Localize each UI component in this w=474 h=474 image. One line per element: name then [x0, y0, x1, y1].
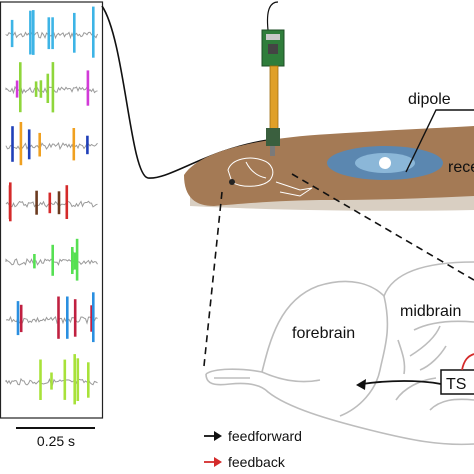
legend: feedforward feedback	[204, 428, 302, 470]
probe-shank-base	[266, 128, 280, 146]
dipole-pointer	[405, 109, 474, 173]
scale-bar-label: 0.25 s	[37, 433, 75, 449]
ts-label: TS	[446, 376, 466, 393]
headstage-connector	[266, 34, 280, 40]
dipole-label: dipole	[408, 91, 451, 108]
ts-box	[440, 369, 474, 395]
legend-feedforward-label: feedforward	[228, 428, 302, 444]
headstage-chip	[268, 44, 278, 54]
flex-cable	[269, 65, 279, 131]
brain-outline	[205, 261, 474, 446]
brain-zoom-line-left	[203, 191, 223, 367]
feedback-arrow-path	[461, 353, 474, 371]
midbrain-label: midbrain	[400, 303, 461, 320]
feedforward-arrowhead	[356, 379, 366, 390]
spike-traces	[5, 6, 98, 405]
legend-feedback-arrowhead	[214, 457, 222, 467]
legend-feedback-label: feedback	[228, 454, 286, 470]
probe-tip	[270, 146, 275, 156]
trace-baseline	[5, 31, 98, 40]
trace-baseline	[5, 200, 98, 208]
feedforward-arrow-path	[361, 380, 442, 385]
recording-panel	[0, 1, 104, 419]
forebrain-label: forebrain	[292, 325, 355, 342]
probe-wire	[266, 1, 279, 31]
fish-brain-sketch	[227, 157, 313, 197]
trace-baseline	[5, 258, 98, 266]
receiver-point	[379, 157, 391, 169]
receiver-label: rece	[448, 159, 474, 176]
legend-feedforward-arrowhead	[214, 431, 222, 441]
fish-eye	[229, 179, 235, 185]
